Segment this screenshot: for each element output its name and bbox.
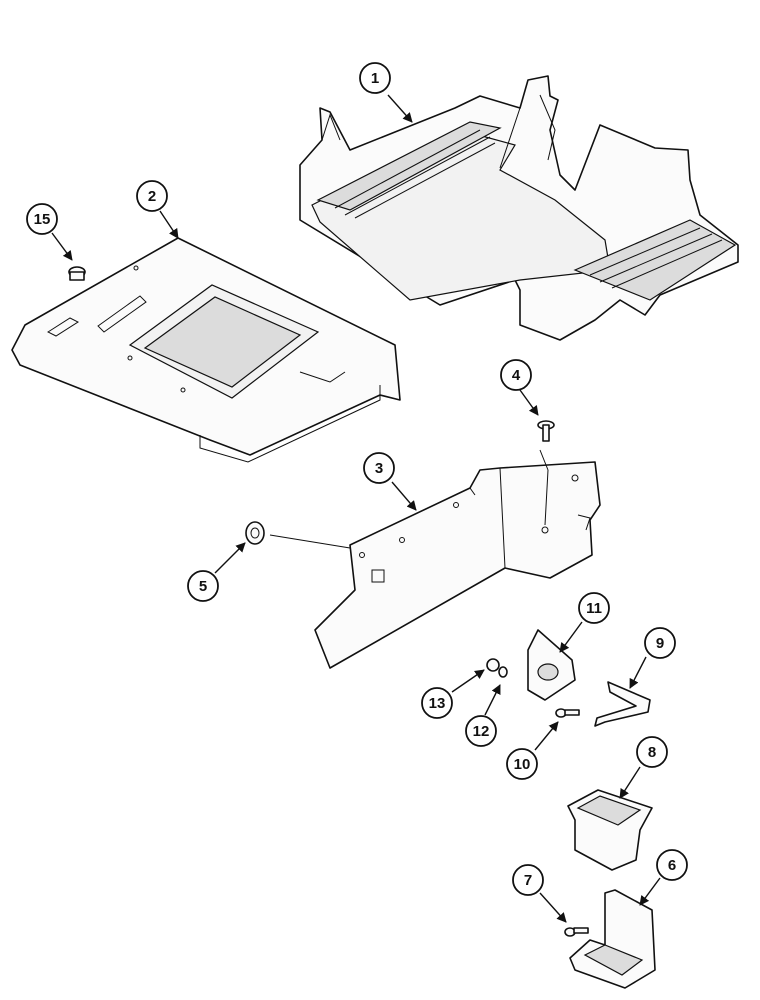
callout-13: 13: [421, 687, 453, 719]
callout-label-4: 4: [512, 367, 521, 384]
part-floor-mat: [299, 75, 739, 341]
part-washer: [498, 666, 508, 678]
part-floor-plate: [11, 237, 401, 463]
callout-7: 7: [512, 864, 544, 896]
part-plug: [68, 266, 86, 281]
part-bolt-7: [564, 927, 589, 937]
callout-label-5: 5: [199, 578, 207, 595]
callout-8: 8: [636, 736, 668, 768]
callout-2: 2: [136, 180, 168, 212]
part-grommet: [245, 521, 265, 545]
callout-9: 9: [644, 627, 676, 659]
callout-4: 4: [500, 359, 532, 391]
callout-label-2: 2: [148, 188, 156, 205]
callout-label-7: 7: [524, 872, 532, 889]
callout-5: 5: [187, 570, 219, 602]
callout-11: 11: [578, 592, 610, 624]
leader-lines: [51, 94, 661, 923]
part-screw-10: [555, 708, 580, 718]
callout-label-1: 1: [371, 70, 379, 87]
callout-label-10: 10: [514, 756, 531, 773]
callout-label-11: 11: [586, 600, 602, 617]
callout-10: 10: [506, 748, 538, 780]
part-clip: [594, 681, 651, 727]
callout-1: 1: [359, 62, 391, 94]
part-holder: [569, 889, 656, 989]
callout-label-13: 13: [429, 695, 446, 712]
callout-label-3: 3: [375, 460, 383, 477]
callout-label-8: 8: [648, 744, 656, 761]
part-bracket-11: [527, 629, 576, 701]
callout-label-6: 6: [668, 857, 676, 874]
part-nut: [486, 658, 500, 672]
callout-15: 15: [26, 203, 58, 235]
callout-3: 3: [363, 452, 395, 484]
callout-label-15: 15: [34, 211, 51, 228]
callout-label-12: 12: [473, 723, 490, 740]
part-tray: [567, 789, 653, 871]
part-bolt-4: [537, 420, 555, 442]
callout-6: 6: [656, 849, 688, 881]
callout-label-9: 9: [656, 635, 664, 652]
part-side-panel: [269, 449, 601, 669]
callout-12: 12: [465, 715, 497, 747]
